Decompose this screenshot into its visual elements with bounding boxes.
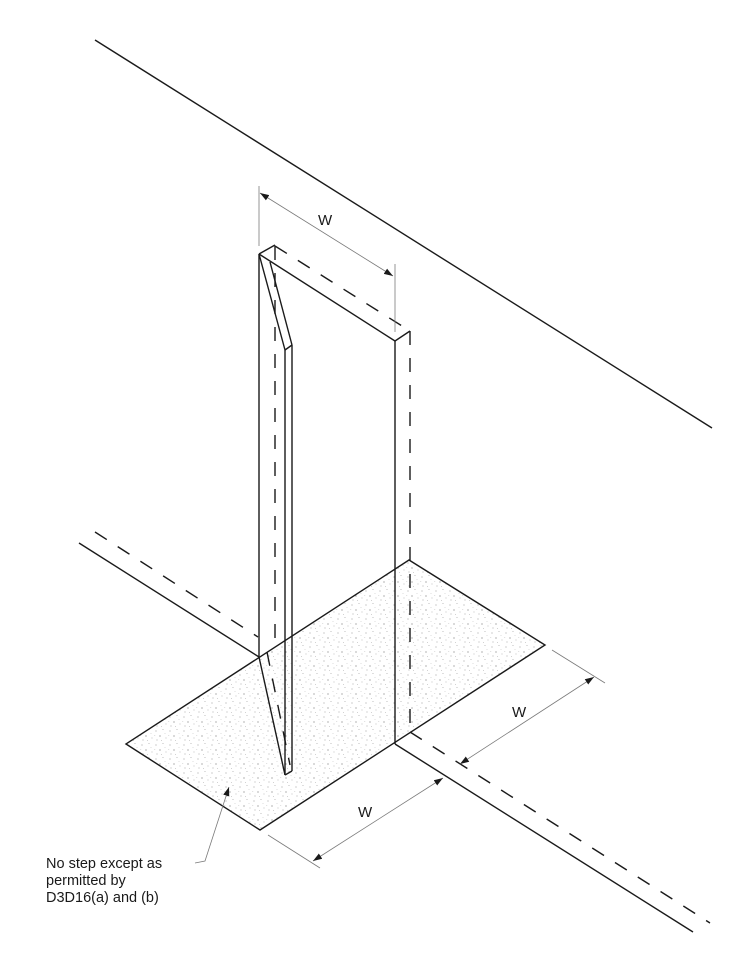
- front-dim-ext-lower: [267, 834, 321, 869]
- door-head-dashed: [274, 245, 411, 332]
- side-dim-line: [459, 676, 595, 765]
- door-head-corner-right: [394, 330, 411, 342]
- note-line-2: permitted by: [46, 873, 126, 889]
- floor-note-annotation: No step except as permitted by D3D16(a) …: [46, 856, 162, 907]
- top-dim-label: W: [318, 212, 333, 229]
- right-wall-base-dashed: [409, 731, 711, 924]
- left-wall-base-dashed: [94, 531, 259, 638]
- side-dim-ext-upper: [551, 649, 606, 684]
- door-leaf-top-cap: [284, 344, 293, 351]
- door-leaf-bottom-cap: [284, 770, 293, 776]
- top-dim-line: [259, 192, 394, 277]
- front-dim-line: [312, 777, 444, 862]
- note-line-1: No step except as: [46, 856, 163, 872]
- floor-landing: [124, 559, 547, 831]
- door-leaf-bottom-diag: [258, 656, 286, 776]
- note-leader-line: [194, 786, 230, 864]
- door-leaf-top-diag-2: [269, 261, 293, 346]
- side-dim-label: W: [512, 704, 527, 721]
- right-wall-base-line: [394, 743, 694, 933]
- door-leaf-bottom-dashed: [266, 651, 291, 766]
- upper-wall-line: [94, 39, 713, 429]
- note-line-3: D3D16(a) and (b): [46, 890, 159, 906]
- door-head-corner-left: [258, 244, 276, 255]
- left-wall-base-line: [78, 542, 260, 658]
- front-dim-label: W: [358, 804, 373, 821]
